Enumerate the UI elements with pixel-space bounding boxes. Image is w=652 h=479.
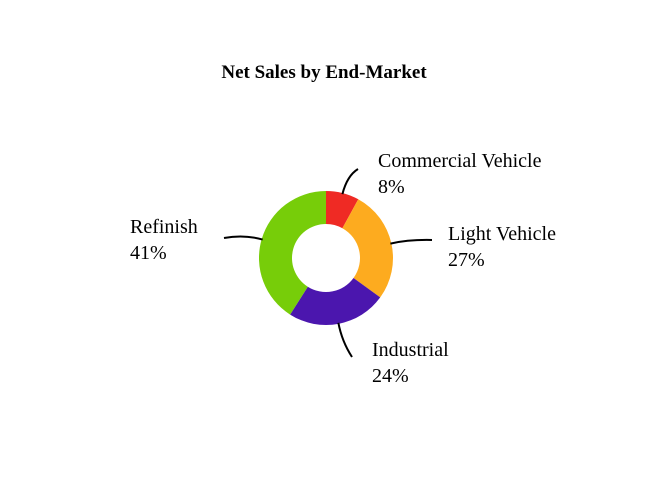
slices-group (259, 191, 394, 325)
slice-light-vehicle (342, 199, 394, 298)
slice-value-refinish: 41% (130, 242, 167, 264)
leader-line-light-vehicle (390, 238, 433, 245)
slice-refinish (259, 191, 326, 315)
chart-title: Net Sales by End-Market (221, 62, 427, 83)
slice-label-light-vehicle: Light Vehicle (448, 223, 556, 245)
slice-industrial (290, 277, 381, 325)
slice-value-industrial: 24% (372, 365, 409, 387)
leader-line-commercial-vehicle (341, 168, 359, 195)
slice-label-refinish: Refinish (130, 216, 198, 238)
slice-value-light-vehicle: 27% (448, 249, 485, 271)
slice-value-commercial-vehicle: 8% (378, 176, 405, 198)
slice-commercial-vehicle (326, 191, 359, 229)
slice-label-industrial: Industrial (372, 339, 449, 361)
leader-lines-group (223, 168, 433, 358)
leader-line-industrial (337, 322, 353, 358)
labels-group: Commercial Vehicle 8% Light Vehicle 27% Indu… (130, 150, 556, 387)
leader-line-refinish (223, 235, 263, 241)
slice-label-commercial-vehicle: Commercial Vehicle (378, 150, 542, 172)
